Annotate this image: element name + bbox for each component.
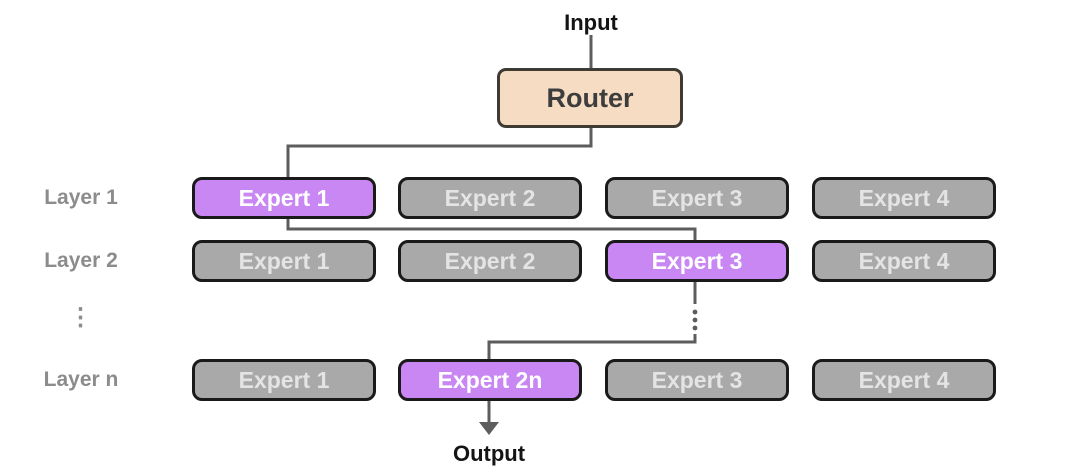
expert-box-layer1-expert3: Expert 3 xyxy=(605,177,789,219)
connector-to-layern-expert2n xyxy=(487,334,697,359)
expert-box-layer2-expert1: Expert 1 xyxy=(192,240,376,282)
expert-box-layern-expert3: Expert 3 xyxy=(605,359,789,401)
connector-dot xyxy=(692,309,698,315)
expert-box-layern-expert1: Expert 1 xyxy=(192,359,376,401)
layer-n-label: Layer n xyxy=(43,368,119,391)
router-box: Router xyxy=(497,68,683,128)
layer-2-label: Layer 2 xyxy=(44,249,118,272)
output-label: Output xyxy=(452,441,526,466)
layer-1-label: Layer 1 xyxy=(44,186,118,209)
expert-box-layer2-expert4: Expert 4 xyxy=(812,240,996,282)
expert-box-layer1-expert4: Expert 4 xyxy=(812,177,996,219)
layers-ellipsis: ⋮ xyxy=(68,304,94,331)
expert-box-layer1-expert1: Expert 1 xyxy=(192,177,376,219)
connector-dot xyxy=(692,317,698,323)
expert-box-layern-expert4: Expert 4 xyxy=(812,359,996,401)
expert-box-layer2-expert2: Expert 2 xyxy=(398,240,582,282)
connector-layer1-expert1-to-layer2-expert3 xyxy=(286,219,697,240)
expert-box-layern-expert2n: Expert 2n xyxy=(398,359,582,401)
expert-box-layer2-expert3: Expert 3 xyxy=(605,240,789,282)
connector-router-to-layer1-expert1 xyxy=(286,128,593,177)
input-label: Input xyxy=(564,10,618,35)
output-arrow-icon xyxy=(479,422,499,435)
expert-box-layer1-expert2: Expert 2 xyxy=(398,177,582,219)
connector-dot xyxy=(692,325,698,331)
